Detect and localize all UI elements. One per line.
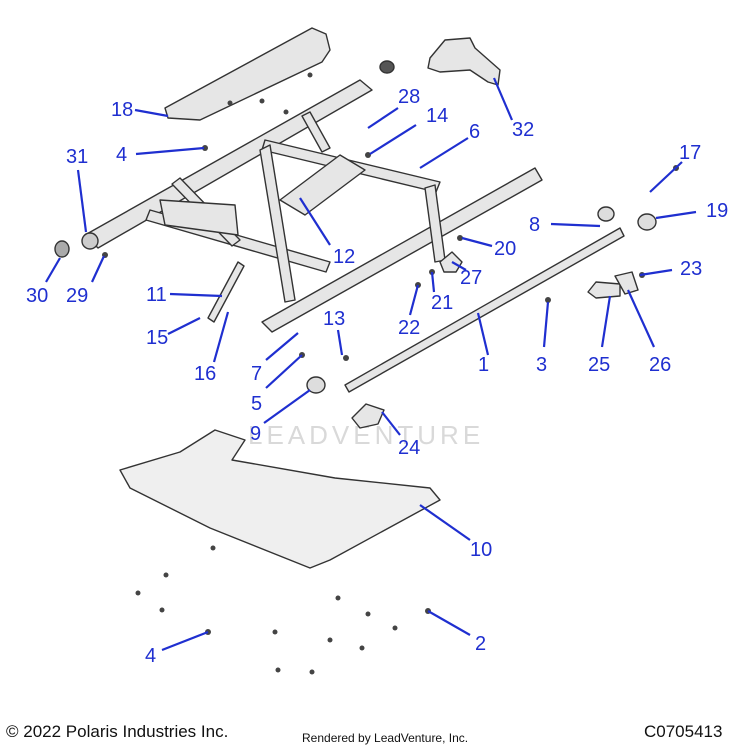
bolt-icon (365, 152, 371, 158)
bolt-icon (457, 235, 463, 241)
callout-17: 17 (679, 142, 701, 164)
tube-end (81, 232, 99, 250)
callout-5: 5 (251, 393, 262, 415)
leader-lines (45, 77, 697, 652)
callout-9: 9 (250, 423, 261, 445)
long-rod-part (344, 227, 625, 393)
callout-25: 25 (588, 354, 610, 376)
callout-2: 2 (475, 633, 486, 655)
bolt-icon (343, 355, 349, 361)
leader-28 (367, 107, 399, 129)
end-cap-part (54, 240, 70, 258)
bolt-icon (202, 145, 208, 151)
callout-10: 10 (470, 539, 492, 561)
leader-4b (161, 630, 209, 652)
leader-24 (381, 411, 401, 436)
callout-15: 15 (146, 327, 168, 349)
leader-13 (336, 329, 344, 356)
callout-16: 16 (194, 363, 216, 385)
leader-30 (45, 257, 61, 283)
callout-14: 14 (426, 105, 448, 127)
bolt-icon (545, 297, 551, 303)
clamp-part-8 (597, 206, 615, 222)
callout-19: 19 (706, 200, 728, 222)
leader-18 (134, 108, 169, 118)
leader-11 (169, 292, 223, 298)
callout-6: 6 (469, 121, 480, 143)
leader-6 (419, 137, 469, 169)
seat-panel-part (164, 27, 331, 121)
copyright-text: © 2022 Polaris Industries Inc. (6, 722, 229, 741)
callout-26: 26 (649, 354, 671, 376)
callout-28: 28 (398, 86, 420, 108)
leader-14 (369, 124, 417, 155)
leader-19 (655, 210, 697, 220)
leader-20 (461, 236, 493, 248)
leader-22 (408, 284, 420, 316)
bracket-part-25 (587, 281, 621, 299)
leader-21 (430, 271, 436, 293)
leader-25 (600, 295, 612, 348)
leader-8 (550, 222, 601, 228)
leader-32 (492, 77, 514, 121)
leader-10 (419, 504, 471, 541)
callout-12: 12 (333, 246, 355, 268)
leader-29 (91, 255, 105, 283)
leader-5 (265, 354, 303, 389)
skid-plate-part (119, 429, 441, 569)
leader-12 (299, 197, 331, 246)
leader-31 (76, 169, 88, 233)
bracket-part-24 (351, 403, 385, 429)
callout-3: 3 (536, 354, 547, 376)
callout-29: 29 (66, 285, 88, 307)
callout-1: 1 (478, 354, 489, 376)
callout-20: 20 (494, 238, 516, 260)
callout-23: 23 (680, 258, 702, 280)
callout-27: 27 (460, 267, 482, 289)
clamp-part-19 (637, 213, 657, 231)
rendered-by-text: Rendered by LeadVenture, Inc. (302, 731, 469, 745)
callout-22: 22 (398, 317, 420, 339)
leader-16 (212, 311, 230, 363)
line-art (54, 27, 657, 569)
leader-1 (476, 312, 490, 356)
bracket-part-26 (614, 271, 639, 295)
leader-4a (135, 146, 205, 156)
frame-diag-4 (301, 111, 331, 153)
leader-2 (427, 610, 471, 636)
callout-4a: 4 (116, 144, 127, 166)
callout-21: 21 (431, 292, 453, 314)
callout-7: 7 (251, 363, 262, 385)
frame-gusset (159, 199, 239, 236)
leader-17 (649, 161, 683, 193)
callout-24: 24 (398, 437, 420, 459)
leader-26 (626, 289, 656, 348)
rod-bushing-part (306, 376, 326, 394)
bushing-part (379, 60, 395, 74)
leader-15 (167, 317, 201, 335)
frame-diag-1 (259, 144, 296, 303)
callout-30: 30 (26, 285, 48, 307)
leader-23 (639, 268, 673, 277)
diagram-code: C0705413 (644, 722, 723, 741)
leader-27 (451, 261, 467, 271)
callout-4b: 4 (145, 645, 156, 667)
callouts: 1 2 3 4 4 5 6 7 8 9 10 11 12 13 14 15 16… (26, 86, 728, 667)
callout-8: 8 (529, 214, 540, 236)
rear-bracket-part (427, 37, 501, 86)
frame-diag-2 (424, 184, 446, 263)
callout-31: 31 (66, 146, 88, 168)
callout-13: 13 (323, 308, 345, 330)
callout-18: 18 (111, 99, 133, 121)
leader-3 (542, 301, 550, 348)
leader-7 (265, 332, 299, 361)
strut-part (207, 261, 245, 323)
frame-right-rail (261, 167, 543, 333)
callout-32: 32 (512, 119, 534, 141)
callout-11: 11 (146, 284, 167, 306)
leader-9 (263, 389, 311, 424)
